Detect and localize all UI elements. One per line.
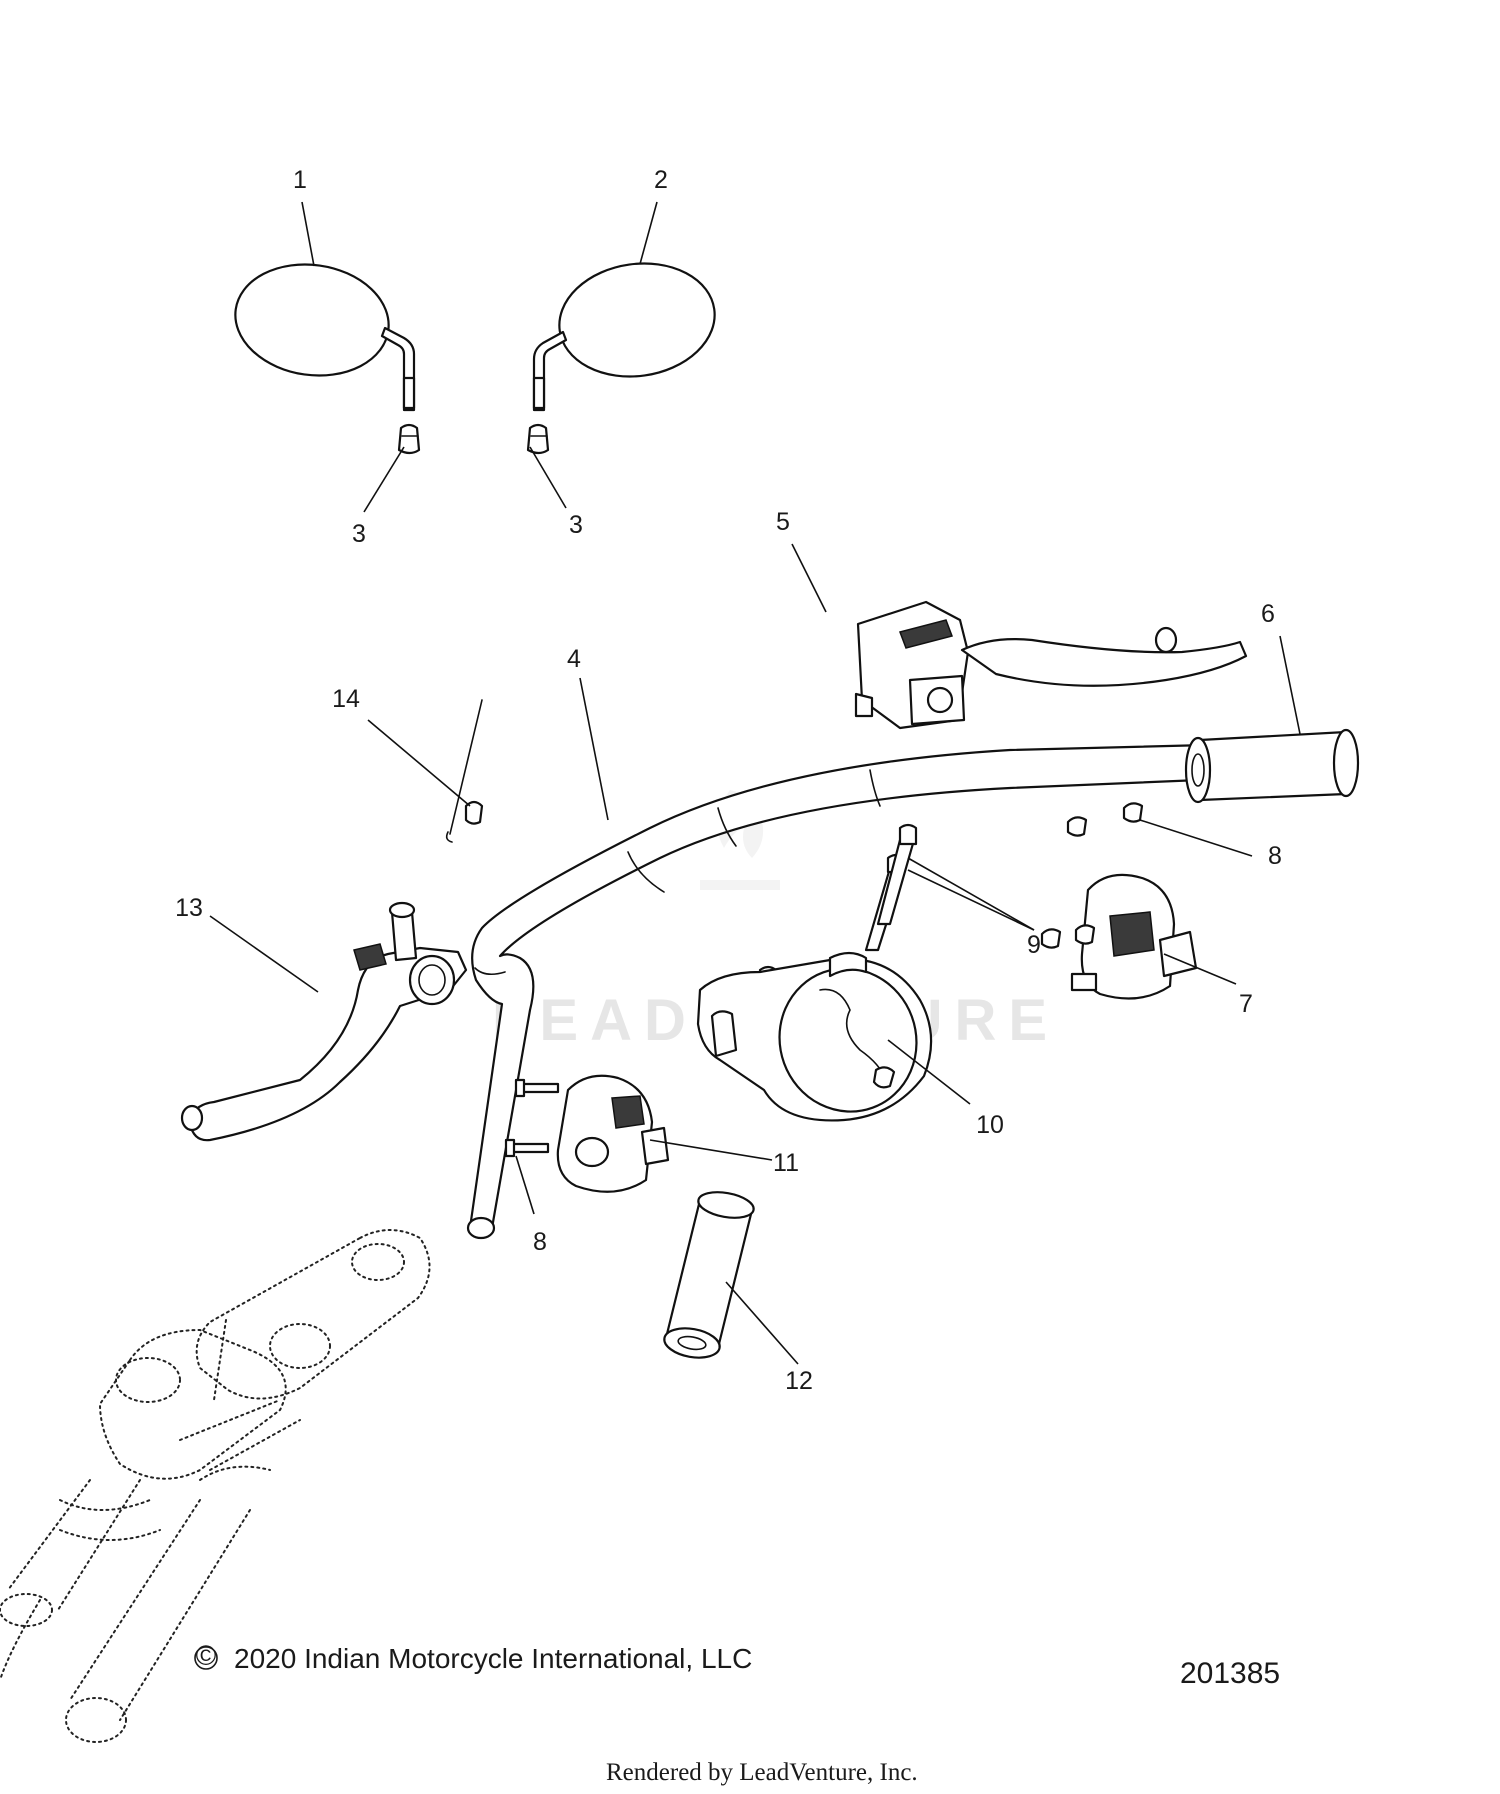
callout-8-right: 8 <box>1268 842 1282 870</box>
right-switch-screws[interactable] <box>1040 802 1144 949</box>
cable-tie[interactable] <box>445 699 484 843</box>
callout-13: 13 <box>175 894 203 922</box>
copyright-symbol: © <box>196 1640 217 1671</box>
callout-9: 9 <box>1027 931 1041 959</box>
callout-7: 7 <box>1239 990 1253 1018</box>
left-mirror[interactable] <box>228 255 416 412</box>
callout-labels: 1 2 3 3 4 5 6 7 8 8 9 10 11 12 13 14 <box>175 166 1282 1395</box>
callout-12: 12 <box>785 1367 813 1395</box>
callout-3-left: 3 <box>352 520 366 548</box>
rendered-by: Rendered by LeadVenture, Inc. <box>606 1759 918 1786</box>
copyright-text: 2020 Indian Motorcycle International, LL… <box>234 1643 752 1674</box>
callout-1: 1 <box>293 166 307 194</box>
callout-2: 2 <box>654 166 668 194</box>
copyright-circle <box>194 1646 218 1670</box>
handlebar-clamp-housing[interactable] <box>696 949 937 1131</box>
right-grip[interactable] <box>1184 728 1360 804</box>
left-grip[interactable] <box>662 1188 756 1361</box>
leader-lines <box>209 201 1301 1365</box>
callout-5: 5 <box>776 508 790 536</box>
copyright-notice: © 2020 Indian Motorcycle International, … <box>194 1640 752 1674</box>
left-switch-housing[interactable] <box>556 1074 670 1193</box>
callout-8-left: 8 <box>533 1228 547 1256</box>
drawing-number: 201385 <box>1180 1657 1280 1690</box>
left-switch-screws[interactable] <box>504 1078 560 1158</box>
fork-triple-clamp-outline <box>0 1229 431 1743</box>
right-mirror[interactable] <box>532 254 722 412</box>
callout-3-right: 3 <box>569 511 583 539</box>
brake-master-cylinder[interactable] <box>854 600 1248 730</box>
callout-14: 14 <box>332 685 360 713</box>
callout-4: 4 <box>567 645 581 673</box>
callout-11: 11 <box>773 1149 799 1177</box>
clutch-lever[interactable] <box>180 901 468 1142</box>
callout-6: 6 <box>1261 600 1275 628</box>
left-mirror-nut[interactable] <box>397 423 421 455</box>
callout-10: 10 <box>976 1111 1004 1139</box>
